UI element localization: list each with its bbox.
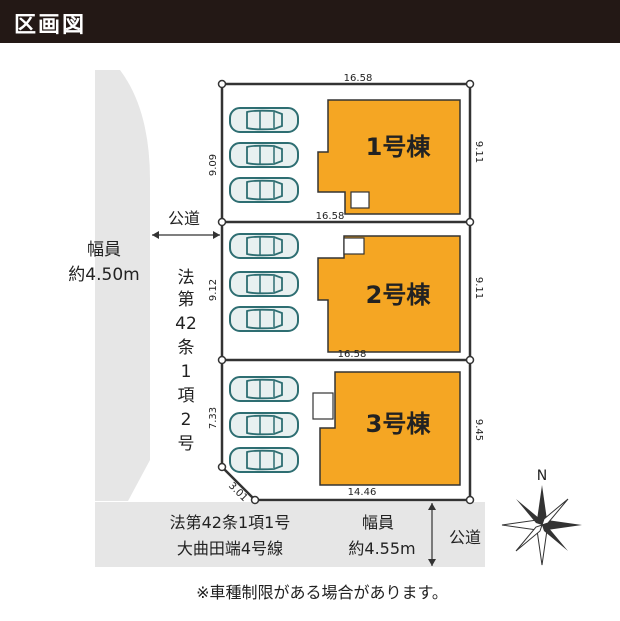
compass-rose-icon bbox=[501, 485, 582, 566]
lot-2-depth-right: 9.11 bbox=[473, 277, 484, 299]
lot-2-width-bottom: 16.58 bbox=[338, 349, 367, 360]
building-2 bbox=[317, 235, 461, 353]
lot-3-corner-cut: 3.01 bbox=[226, 480, 250, 504]
boundary-markers bbox=[217, 79, 475, 505]
lot-1-depth-right: 9.11 bbox=[473, 141, 484, 163]
header-bar: 区画図 bbox=[0, 0, 620, 43]
lot-1-depth-left: 9.09 bbox=[208, 154, 219, 176]
west-road-width-label: 幅員 bbox=[87, 240, 121, 260]
lot-2-label: 2号棟 bbox=[366, 281, 432, 309]
compass-north-label: N bbox=[537, 468, 547, 484]
lot-3-width-bottom: 14.46 bbox=[348, 487, 377, 498]
parking-lot-1 bbox=[229, 107, 299, 203]
south-road bbox=[95, 502, 485, 567]
law-char: 第 bbox=[178, 290, 195, 310]
west-road-name: 公道 bbox=[168, 209, 200, 228]
south-road-law-line2: 大曲田端4号線 bbox=[177, 539, 283, 558]
lot-1-width-top: 16.58 bbox=[344, 73, 373, 84]
law-char: 42 bbox=[175, 314, 197, 334]
lot-1-label: 1号棟 bbox=[366, 133, 432, 161]
entrance-1 bbox=[350, 191, 370, 209]
south-road-law-line1: 法第42条1項1号 bbox=[170, 513, 291, 532]
south-road-name: 公道 bbox=[449, 528, 481, 547]
vehicle-note: ※車種制限がある場合があります。 bbox=[196, 583, 448, 602]
law-char: 1 bbox=[181, 362, 192, 382]
building-1 bbox=[317, 99, 461, 215]
entrance-2 bbox=[343, 237, 365, 255]
law-char: 2 bbox=[181, 410, 192, 430]
lot-2-depth-left: 9.12 bbox=[208, 279, 219, 301]
site-plan: 1号棟 2号棟 3号棟 16.58 16.58 16.58 14.46 9.09… bbox=[68, 70, 582, 602]
parking-lot-2 bbox=[229, 233, 299, 332]
building-3 bbox=[319, 371, 461, 486]
south-road-width-label: 幅員 bbox=[362, 513, 394, 532]
west-road-law: 法 第 42 条 1 項 2 号 bbox=[175, 268, 197, 454]
law-char: 法 bbox=[178, 268, 195, 288]
entrance-3 bbox=[312, 392, 334, 420]
lot-3-depth-right: 9.45 bbox=[473, 419, 484, 441]
lot-3-label: 3号棟 bbox=[366, 410, 432, 438]
law-char: 項 bbox=[178, 386, 195, 406]
law-char: 号 bbox=[178, 434, 195, 454]
parking-lot-3 bbox=[229, 376, 299, 473]
law-char: 条 bbox=[178, 338, 195, 358]
lot-1-width-bottom: 16.58 bbox=[316, 211, 345, 222]
west-road bbox=[95, 70, 150, 501]
west-road-width-value: 約4.50m bbox=[68, 265, 139, 285]
lot-3-depth-left: 7.33 bbox=[208, 407, 219, 429]
south-road-width-value: 約4.55m bbox=[348, 539, 415, 558]
lot-boundaries bbox=[220, 82, 472, 502]
page-title: 区画図 bbox=[14, 12, 87, 38]
